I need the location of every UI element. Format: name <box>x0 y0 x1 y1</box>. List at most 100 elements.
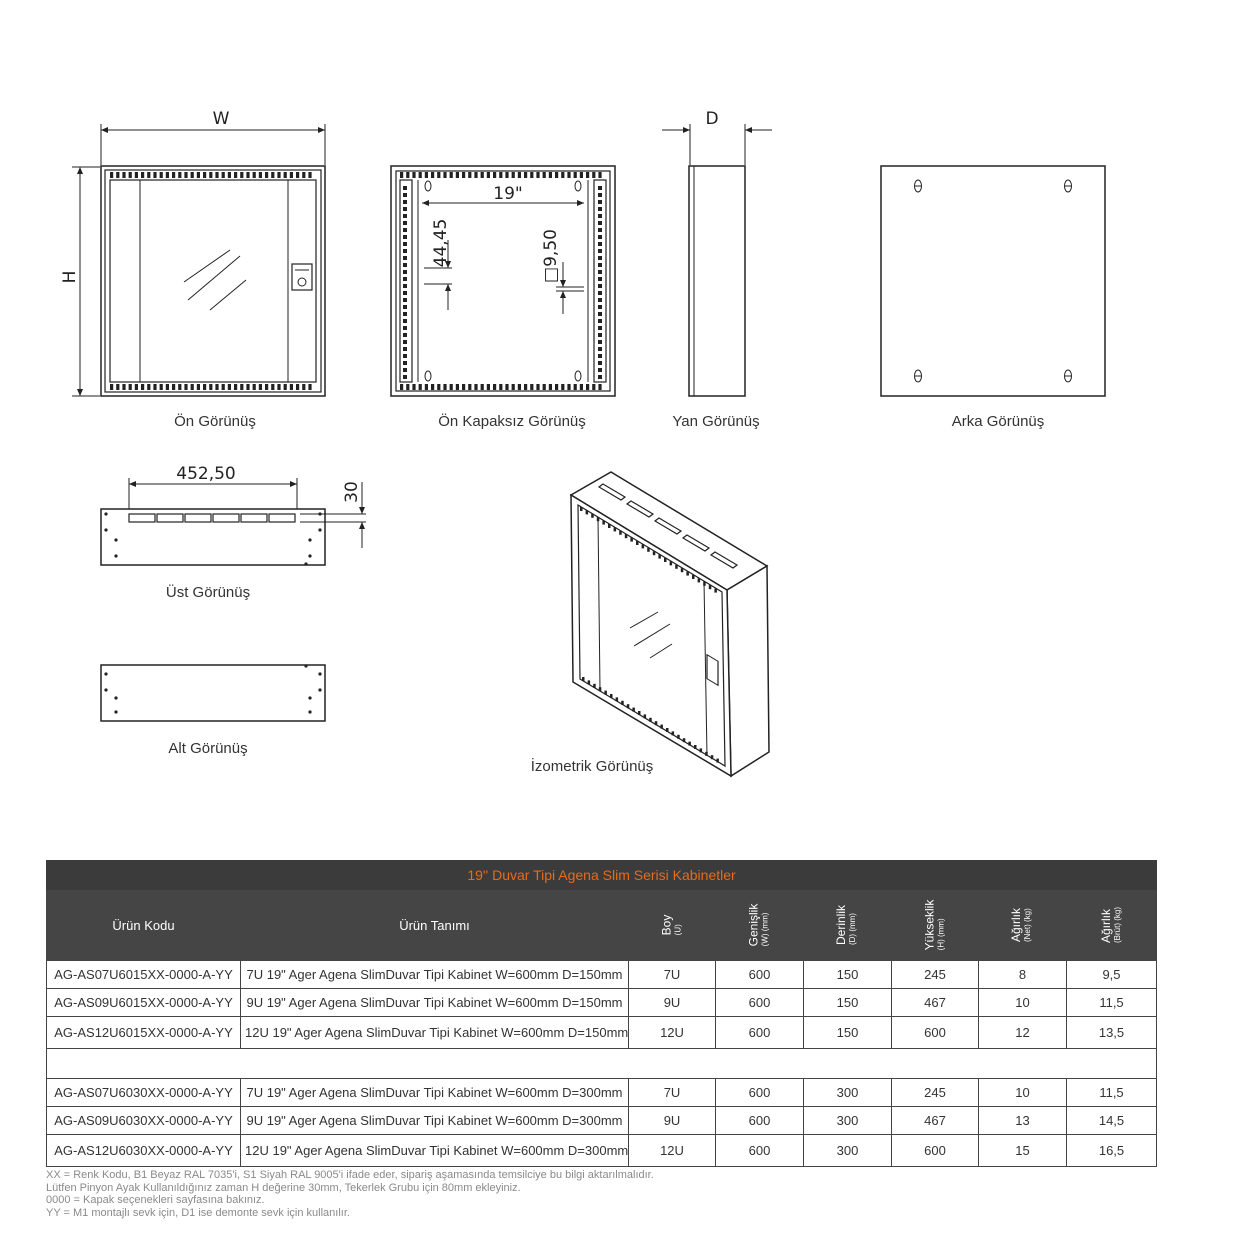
rail-hole <box>403 221 407 225</box>
rail-hole <box>403 305 407 309</box>
vent-slot <box>626 704 630 709</box>
vent-slot <box>499 384 503 390</box>
cell-height: 467 <box>891 988 979 1017</box>
vent-slot <box>258 172 262 178</box>
vent-slot <box>265 384 269 390</box>
vent-slot <box>499 172 503 178</box>
vent-slot <box>437 172 441 178</box>
vent-slot <box>610 694 613 698</box>
cell-code: AG-AS12U6030XX-0000-A-YY <box>46 1134 241 1167</box>
rail-hole <box>598 277 602 281</box>
cell-code: AG-AS09U6030XX-0000-A-YY <box>46 1106 241 1135</box>
vent-slot <box>671 731 675 736</box>
rail-hole <box>403 200 407 204</box>
bottom-view-label: Alt Görünüş <box>168 740 247 757</box>
cell-width: 600 <box>715 1106 804 1135</box>
rail-hole <box>598 319 602 323</box>
vent-slot <box>165 384 169 390</box>
vent-slot <box>524 384 528 390</box>
vent-slot <box>252 384 256 390</box>
vent-slot <box>548 172 552 178</box>
vent-slot <box>624 534 628 539</box>
vent-slot <box>116 384 120 390</box>
vent-slot <box>630 537 633 542</box>
vent-slot <box>536 384 540 390</box>
vent-slot <box>296 172 300 178</box>
vent-slot <box>141 384 145 390</box>
vent-slot <box>567 172 571 178</box>
cell-code: AG-AS12U6015XX-0000-A-YY <box>46 1016 241 1049</box>
vent-slot <box>227 384 231 390</box>
cell-net-weight: 10 <box>978 1078 1067 1107</box>
rail-hole <box>403 263 407 267</box>
vent-slot <box>619 530 622 535</box>
vent-slot <box>486 172 490 178</box>
footnote-color-code: XX = Renk Kodu, B1 Beyaz RAL 7035'i, S1 … <box>46 1169 654 1181</box>
vent-slot <box>215 172 219 178</box>
vent-slot <box>621 700 624 705</box>
cell-description: 12U 19" Ager Agena SlimDuvar Tipi Kabine… <box>240 1016 629 1049</box>
vent-slot <box>697 578 701 583</box>
vent-slot <box>585 510 589 515</box>
iso-vents <box>580 483 739 763</box>
rail-hole <box>598 326 602 330</box>
vent-slot <box>240 172 244 178</box>
vent-slot <box>542 384 546 390</box>
vent-slot <box>598 384 602 390</box>
rail-hole <box>403 354 407 358</box>
vent-slot <box>582 677 585 681</box>
screw-dot <box>308 554 312 558</box>
vent-slot <box>536 172 540 178</box>
vent-slot <box>505 384 509 390</box>
vent-slot <box>579 172 583 178</box>
side-view: D Yan Görünüş <box>662 109 772 430</box>
cell-size: 12U <box>628 1016 716 1049</box>
lock-icon <box>291 263 313 291</box>
vent-slot <box>462 172 466 178</box>
vent-slot <box>283 172 287 178</box>
front-no-cover-view-label: Ön Kapaksız Görünüş <box>438 412 586 430</box>
vent-slot <box>462 384 466 390</box>
vent-slot <box>147 384 151 390</box>
vent-slot <box>586 384 590 390</box>
cell-net-weight: 12 <box>978 1016 1067 1049</box>
vent-slot <box>511 172 515 178</box>
vent-slot <box>587 680 591 685</box>
vent-slot <box>680 568 684 573</box>
vent-slot <box>406 384 410 390</box>
cable-slot <box>268 513 296 523</box>
footnote-cover: 0000 = Kapak seçenekleri sayfasına bakın… <box>46 1194 265 1206</box>
vent-slot <box>165 172 169 178</box>
rail-hole <box>403 270 407 274</box>
side-view-label: Yan Görünüş <box>672 413 759 430</box>
vent-slot <box>296 384 300 390</box>
vent-slot <box>602 520 605 525</box>
vent-slot <box>596 517 600 522</box>
vent-slot <box>573 384 577 390</box>
cable-slot <box>240 513 268 523</box>
vent-slot <box>548 384 552 390</box>
cell-depth: 300 <box>803 1078 892 1107</box>
cell-depth: 300 <box>803 1106 892 1135</box>
vent-slot <box>147 172 151 178</box>
screw-dot <box>318 528 322 532</box>
cell-description: 7U 19" Ager Agena SlimDuvar Tipi Kabinet… <box>240 1078 629 1107</box>
cell-net-weight: 15 <box>978 1134 1067 1167</box>
screw-dot <box>304 664 308 668</box>
vent-slot <box>649 717 652 722</box>
vent-slot <box>265 172 269 178</box>
vent-slot <box>234 172 238 178</box>
vent-slot <box>209 384 213 390</box>
vent-slot <box>246 384 250 390</box>
rail-hole <box>598 256 602 260</box>
cell-gross-weight: 9,5 <box>1066 960 1157 989</box>
rail-hole <box>403 361 407 365</box>
cell-height: 245 <box>891 1078 979 1107</box>
rail-hole <box>598 200 602 204</box>
vent-slot <box>455 384 459 390</box>
vent-slot <box>468 172 472 178</box>
vent-slot <box>308 172 312 178</box>
cell-depth: 150 <box>803 1016 892 1049</box>
iso-cable-slot <box>709 551 739 569</box>
